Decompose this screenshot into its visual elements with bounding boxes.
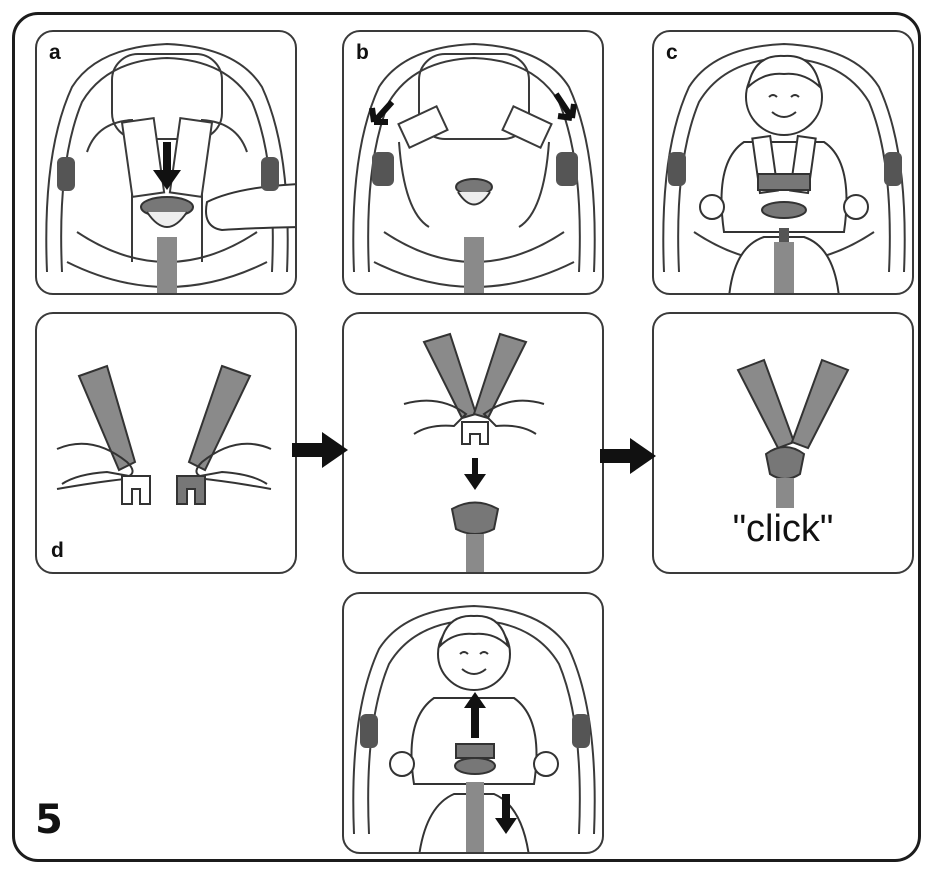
- child-in-seat-illustration: [662, 42, 906, 293]
- figure-frame: [12, 12, 921, 862]
- car-seat-release-illustration: [45, 42, 295, 293]
- step-number: 5: [35, 797, 63, 843]
- arrow-icon: [600, 438, 656, 474]
- buckle-locked-illustration: [736, 358, 850, 508]
- panel-buckle-join: [342, 312, 604, 574]
- panel-c: c: [652, 30, 914, 295]
- panel-label-d: d: [51, 539, 64, 562]
- buckle-icon: [121, 475, 151, 505]
- arrow-icon: [464, 692, 486, 708]
- panel-b: b: [342, 30, 604, 295]
- panel-tighten: [342, 592, 604, 854]
- panel-a: a: [35, 30, 297, 295]
- buckle-join-illustration: [403, 332, 545, 572]
- car-seat-loosen-illustration: [352, 42, 596, 293]
- buckle-icon: [764, 446, 806, 480]
- hand-icon: [56, 442, 272, 490]
- arrow-icon: [153, 170, 181, 190]
- panel-label-c: c: [666, 41, 678, 64]
- click-sound-label: "click": [732, 508, 834, 550]
- panel-click: "click": [652, 312, 914, 574]
- panel-d: d: [35, 312, 297, 574]
- panel-label-b: b: [356, 41, 369, 64]
- arrow-icon: [464, 474, 486, 490]
- panel-label-a: a: [49, 41, 61, 64]
- arrow-icon: [292, 432, 348, 468]
- buckle-halves-illustration: [56, 364, 272, 505]
- arrow-icon: [369, 99, 395, 125]
- tighten-harness-illustration: [352, 604, 596, 852]
